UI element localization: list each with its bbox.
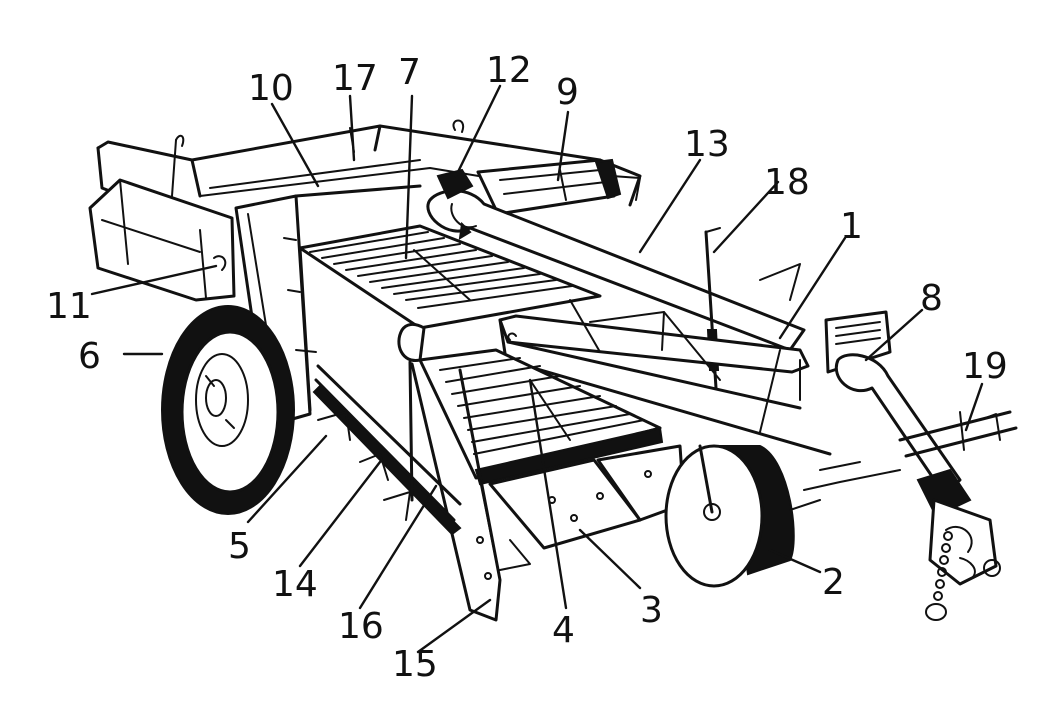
leader-2 <box>768 548 822 574</box>
leader-16 <box>358 484 438 610</box>
callout-3: 3 <box>640 590 663 631</box>
callout-13: 13 <box>684 124 730 165</box>
leader-17 <box>348 94 356 162</box>
leader-10 <box>270 102 320 188</box>
leader-4 <box>528 378 568 610</box>
leader-lines <box>90 84 984 654</box>
pto-cardan-shaft <box>834 353 1001 586</box>
callout-9: 9 <box>556 72 579 113</box>
upper-roller-assembly <box>476 158 641 216</box>
callout-15: 15 <box>392 644 438 685</box>
callout-7: 7 <box>398 52 421 93</box>
machine-drawing <box>88 119 1018 622</box>
callout-1: 1 <box>840 206 863 247</box>
leader-1 <box>778 236 847 340</box>
left-box-housing <box>88 178 236 302</box>
leader-9 <box>556 110 570 182</box>
callout-14: 14 <box>272 564 318 605</box>
callout-10: 10 <box>248 68 294 109</box>
leader-12 <box>454 84 502 178</box>
hitch-drawbar <box>803 410 1018 491</box>
callout-6: 6 <box>78 336 101 377</box>
callout-18: 18 <box>764 162 810 203</box>
leader-14 <box>298 460 382 568</box>
callout-labels: 1 2 3 4 5 6 7 8 9 10 11 12 13 14 15 16 1… <box>46 50 1008 685</box>
front-frame-uprights <box>312 322 502 622</box>
callout-4: 4 <box>552 610 575 651</box>
callout-2: 2 <box>822 562 845 603</box>
depth-control-roller <box>664 444 821 588</box>
callout-12: 12 <box>486 50 532 91</box>
support-wheel <box>161 305 295 515</box>
leader-7 <box>404 94 414 260</box>
leader-13 <box>638 158 702 254</box>
upper-elevator-conveyor <box>298 224 602 412</box>
lower-digging-conveyor <box>418 348 664 486</box>
callout-11: 11 <box>46 286 92 327</box>
leader-11 <box>90 264 218 296</box>
callout-5: 5 <box>228 526 251 567</box>
leader-3 <box>578 528 642 590</box>
leader-19 <box>964 382 984 432</box>
leader-18 <box>712 180 780 254</box>
main-frame-beam <box>498 263 832 456</box>
callout-17: 17 <box>332 58 378 99</box>
callout-16: 16 <box>338 606 384 647</box>
leader-5 <box>246 434 328 524</box>
callout-19: 19 <box>962 346 1008 387</box>
leader-8 <box>864 308 924 362</box>
leader-15 <box>416 598 492 654</box>
safety-chain <box>925 531 953 621</box>
callout-8: 8 <box>920 278 943 319</box>
